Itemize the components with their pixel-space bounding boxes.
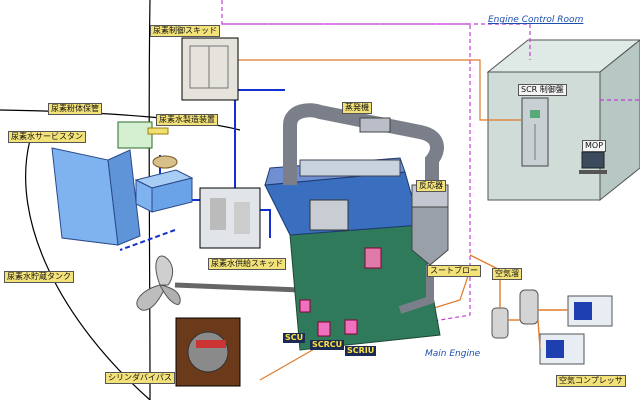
urea-water-maker <box>117 121 178 169</box>
mop-terminal <box>579 151 607 174</box>
cylinder-bypass-photo <box>175 317 241 387</box>
label-air-compressor: 空気コンプレッサ <box>556 375 626 387</box>
label-urea-control-skid: 尿素制御スキッド <box>150 25 220 37</box>
label-air-tank: 空気溜 <box>492 268 522 280</box>
label-mop: MOP <box>582 140 607 152</box>
scr-control-panel <box>521 97 549 167</box>
urea-storage-tank <box>51 147 141 246</box>
urea-control-skid-photo <box>181 37 239 101</box>
urea-service-tank <box>134 169 194 213</box>
label-urea-storage-tank: 尿素水貯蔵タンク <box>4 271 74 283</box>
label-urea-supply-skid: 尿素水供給スキッド <box>208 258 286 270</box>
main-engine <box>264 157 441 351</box>
label-reactor: 反応器 <box>416 180 446 192</box>
label-urea-service-tank: 尿素水サービスタン <box>8 131 86 143</box>
air-tanks <box>491 289 539 339</box>
control-room-title: Engine Control Room <box>488 15 584 25</box>
label-scu: SCU <box>283 333 306 343</box>
label-scriu: SCRIU <box>345 346 377 356</box>
urea-supply-skid-photo <box>199 187 261 249</box>
main-engine-title: Main Engine <box>425 349 481 359</box>
label-scrcu: SCRCU <box>310 340 345 350</box>
propeller <box>136 255 301 311</box>
label-cylinder-bypass: シリンダバイパス <box>105 372 175 384</box>
exhaust-system <box>283 103 449 314</box>
label-evaporator: 蒸発機 <box>342 102 372 114</box>
air-compressors <box>539 295 613 365</box>
label-scr-panel: SCR 制御盤 <box>518 84 567 96</box>
label-urea-water-maker: 尿素水製造装置 <box>156 114 218 126</box>
label-urea-powder-storage: 尿素粉体保管 <box>48 103 102 115</box>
label-soot-blower: スートブロー <box>427 265 481 277</box>
